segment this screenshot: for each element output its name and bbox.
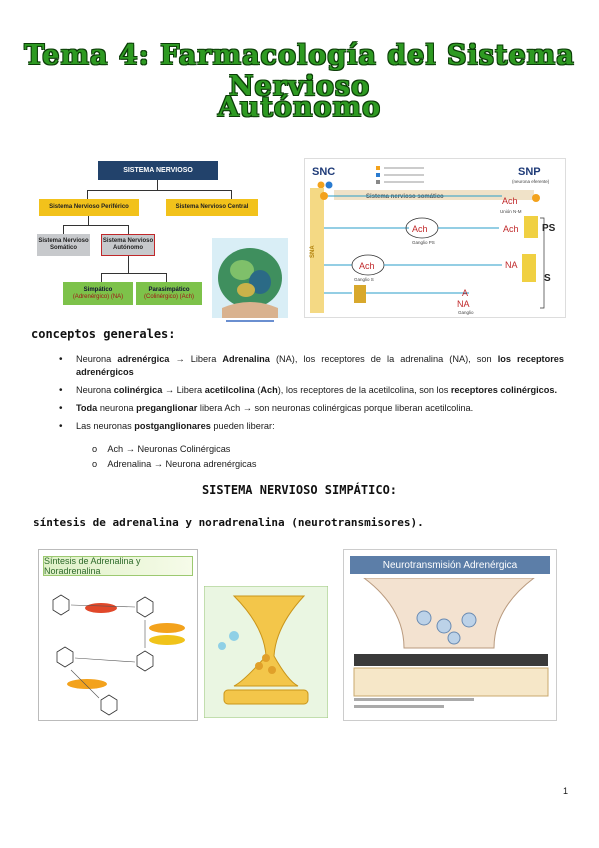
text: Neurona <box>76 385 114 395</box>
sub-list-item: o Ach → Neuronas Colinérgicas <box>92 444 231 454</box>
s-label: S <box>544 273 551 284</box>
page-number: 1 <box>562 786 568 796</box>
node-parasympathetic: Parasimpático (Colinérgico) (Ach) <box>136 282 202 305</box>
section-subheading-synthesis: síntesis de adrenalina y noradrenalina (… <box>33 516 424 529</box>
text: Las neuronas <box>76 421 135 431</box>
sympathetic-label: Simpático <box>83 286 113 293</box>
snc-dot-icon <box>325 181 333 189</box>
parasympathetic-note: (Colinérgico) (Ach) <box>143 293 194 300</box>
text-bold: los receptores adrenérgicos <box>76 354 565 377</box>
brain-illustration <box>212 238 288 322</box>
node-central: Sistema Nervioso Central <box>166 199 258 216</box>
neurotransmission-drawing <box>353 578 549 708</box>
autonomic-pathway-diagram: SNC SNP (neurona eferente) SNA Sistema n… <box>304 158 566 318</box>
synthesis-figure: Síntesis de Adrenalina y Noradrenalina <box>38 549 198 721</box>
text: (NA), los receptores de la adrenalina (N… <box>269 354 498 364</box>
list-item: Las neuronas postganglionares pueden lib… <box>56 420 564 433</box>
text-bold: colinérgica <box>113 385 163 395</box>
snc-label: SNC <box>312 166 335 178</box>
sub-list-item: o Adrenalina → Neurona adrenérgicas <box>92 459 257 469</box>
somatic-label: Sistema nervioso somático <box>366 194 444 200</box>
text-bold: Ach <box>260 385 278 395</box>
parasympathetic-label: Parasimpático <box>148 286 190 293</box>
text: libera Ach → son neuronas colinérgicas p… <box>197 403 474 413</box>
node-peripheral: Sistema Nervioso Periférico <box>39 199 139 216</box>
text-bold: Toda <box>76 403 98 413</box>
concepts-list: Neurona adrenérgica → Libera Adrenalina … <box>56 353 564 438</box>
page-title: Tema 4: Farmacología del Sistema Nervios… <box>24 40 575 102</box>
text-bold: preganglionar <box>136 403 198 413</box>
list-item: Neurona colinérgica → Libera acetilcolin… <box>56 384 564 397</box>
text-bold: receptores colinérgicos. <box>450 385 558 395</box>
list-item: Neurona adrenérgica → Libera Adrenalina … <box>56 353 564 379</box>
text: ), los receptores de la acetilcolina, so… <box>277 385 451 395</box>
ganglio-s-label: Ganglio S <box>354 277 374 282</box>
section-heading-sympathetic: SISTEMA NERVIOSO SIMPÁTICO: <box>201 483 398 497</box>
snc-dot-icon <box>317 181 325 189</box>
na-label: NA <box>505 260 518 270</box>
ach-ps-target-label: Ach <box>503 224 519 234</box>
text: neurona <box>97 403 137 413</box>
ganglio-label: Ganglio <box>458 310 474 315</box>
synapse-illustration <box>204 586 328 718</box>
ach-s-ganglion-label: Ach <box>359 261 375 271</box>
text: → Libera <box>169 354 223 364</box>
text: ( <box>254 385 261 395</box>
node-sympathetic: Simpático (Adrenérgico) (NA) <box>63 282 133 305</box>
snp-label: SNP <box>518 166 541 178</box>
text: Ach → Neuronas Colinérgicas <box>107 444 231 454</box>
synthesis-title: Síntesis de Adrenalina y Noradrenalina <box>43 556 193 576</box>
text: Adrenalina → Neurona adrenérgicas <box>107 459 257 469</box>
node-autonomic: Sistema Nervioso Autónomo <box>101 234 155 256</box>
page-title-line2: Autónomo <box>217 92 382 123</box>
a-label: A <box>462 288 468 298</box>
na-adrenal-label: NA <box>457 299 470 309</box>
node-somatic: Sistema Nervioso Somático <box>37 234 90 256</box>
text: Neurona <box>76 354 118 364</box>
neurotransmission-title: Neurotransmisión Adrenérgica <box>350 556 550 574</box>
ach-somatic-label: Ach <box>502 196 518 206</box>
section-heading-concepts: conceptos generales: <box>31 327 176 341</box>
sympathetic-note: (Adrenérgico) (NA) <box>72 293 124 300</box>
ach-ps-ganglion-label: Ach <box>412 224 428 234</box>
synthesis-pathway-drawing <box>52 594 185 716</box>
neurotransmission-figure: Neurotransmisión Adrenérgica <box>343 549 557 721</box>
text: → Libera <box>162 385 205 395</box>
ganglio-ps-label: Ganglio PS <box>412 240 435 245</box>
text-bold: postganglionares <box>134 421 211 431</box>
sna-label: SNA <box>310 245 316 258</box>
text-bold: Adrenalina <box>222 354 270 364</box>
text-bold: adrenérgica <box>117 354 170 364</box>
snp-sublabel: (neurona eferente) <box>512 179 550 184</box>
union-nm-label: Unión N-M <box>500 209 522 214</box>
ps-label: PS <box>542 223 556 234</box>
text-bold: acetilcolina <box>204 385 255 395</box>
text: pueden liberar: <box>210 421 275 431</box>
list-item: Toda neurona preganglionar libera Ach → … <box>56 402 564 415</box>
node-nervous-system: SISTEMA NERVIOSO <box>98 161 218 180</box>
